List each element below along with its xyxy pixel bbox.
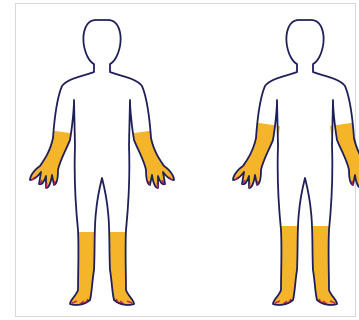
- front-left-forearm-hand-highlight: [15, 127, 76, 204]
- back-view: [218, 20, 359, 312]
- front-view: [15, 20, 190, 312]
- front-right-forearm-hand-highlight: [128, 127, 189, 204]
- back-left-forearm-hand-highlight: [218, 119, 280, 203]
- back-right-forearm-hand-highlight: [330, 119, 359, 203]
- front-accent-marks: [32, 177, 172, 304]
